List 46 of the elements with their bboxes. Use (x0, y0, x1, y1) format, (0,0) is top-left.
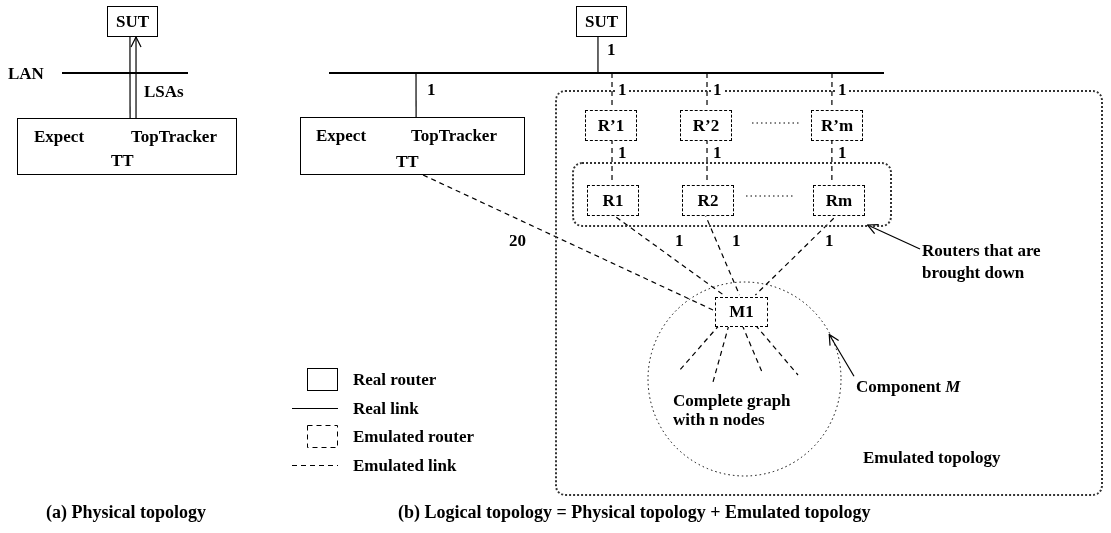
box-text: TT (111, 151, 134, 170)
arrow (130, 36, 142, 119)
callout-text: Component M (856, 376, 976, 398)
router-box: SUT (107, 6, 158, 37)
link-line (597, 36, 599, 74)
box-text: Expect (34, 127, 85, 146)
box-text: TopTracker (131, 127, 217, 146)
callout-text: Routers that are brought down (922, 240, 1082, 284)
link-line (712, 324, 730, 383)
link-line (129, 36, 131, 74)
bus-label: LAN (8, 64, 44, 83)
lan-bus-line (329, 72, 884, 74)
emulated-router-box: Rm (813, 185, 865, 216)
link-line (754, 324, 799, 376)
legend-label: Emulated link (353, 455, 457, 475)
box-text: TT (396, 152, 419, 171)
emulated-router-box: R’2 (680, 110, 732, 141)
legend-label: Real router (353, 370, 437, 389)
emulated-router-box: R’m (811, 110, 863, 141)
leader-line (867, 224, 921, 250)
emulated-router-box: R’1 (585, 110, 637, 141)
emulated-router-box: R1 (587, 185, 639, 216)
legend-label: Real link (353, 398, 419, 418)
caption: (a) Physical topology (46, 503, 206, 522)
box-text: Expect (316, 126, 367, 145)
legend-label: Emulated router (353, 427, 475, 446)
router-box (17, 118, 237, 175)
link-line (831, 138, 833, 182)
link-line (415, 72, 417, 118)
emulated-router-box: R2 (682, 185, 734, 216)
link-line (741, 324, 763, 373)
leader-line (828, 333, 855, 377)
link-line (422, 174, 714, 311)
component-circle (647, 281, 842, 477)
region-title: Emulated topology (863, 448, 1001, 467)
circle-text: Complete graph with n nodes (673, 391, 792, 429)
router-box (300, 117, 525, 175)
emulated-router-box: M1 (715, 297, 768, 327)
link-line (706, 138, 708, 182)
router-box: SUT (576, 6, 627, 37)
box-text: TopTracker (411, 126, 497, 145)
router-group-outline (572, 162, 892, 227)
lan-bus-line (62, 72, 188, 74)
link-line (611, 138, 613, 182)
link-line (129, 72, 131, 119)
caption: (b) Logical topology = Physical topology + Emulated topology (398, 503, 871, 522)
